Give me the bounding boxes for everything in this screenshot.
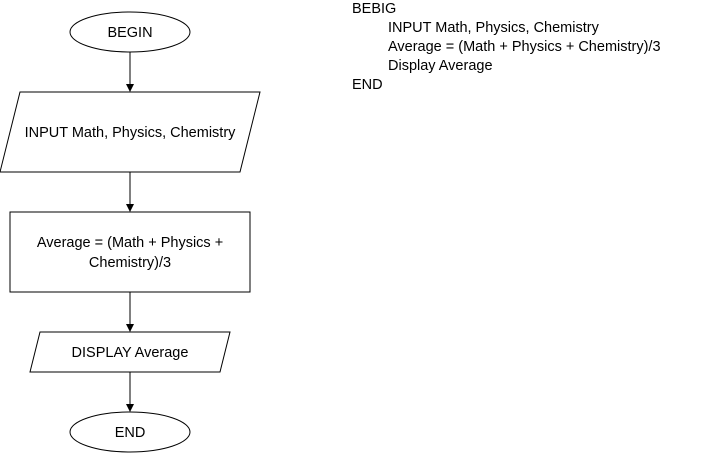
input-shape <box>0 91 261 173</box>
pseudocode-average-line: Average = (Math + Physics + Chemistry)/3 <box>388 39 661 55</box>
end-label: END <box>115 425 146 441</box>
pseudocode-begin: BEBIG <box>352 1 397 17</box>
display-parallelogram: DISPLAY Average <box>29 331 231 373</box>
pseudocode-end: END <box>352 77 383 93</box>
input-label: INPUT Math, Physics, Chemistry <box>25 125 237 141</box>
pseudocode-display-line: Display Average <box>388 58 493 74</box>
start-terminator: BEGIN <box>69 11 191 53</box>
end-terminator: END <box>69 411 191 453</box>
process-rect <box>9 211 251 293</box>
start-label: BEGIN <box>107 25 152 41</box>
process-label-line2: Chemistry)/3 <box>89 255 171 271</box>
pseudocode-block: BEBIG INPUT Math, Physics, Chemistry Ave… <box>352 0 661 95</box>
input-parallelogram: INPUT Math, Physics, Chemistry <box>0 91 261 173</box>
process-box: Average = (Math + Physics + Chemistry)/3 <box>9 211 251 293</box>
pseudocode-input-line: INPUT Math, Physics, Chemistry <box>388 20 599 36</box>
process-label-line1: Average = (Math + Physics + <box>37 235 223 251</box>
end-ellipse <box>69 411 191 453</box>
display-label: DISPLAY Average <box>72 345 189 361</box>
display-shape <box>29 331 231 373</box>
